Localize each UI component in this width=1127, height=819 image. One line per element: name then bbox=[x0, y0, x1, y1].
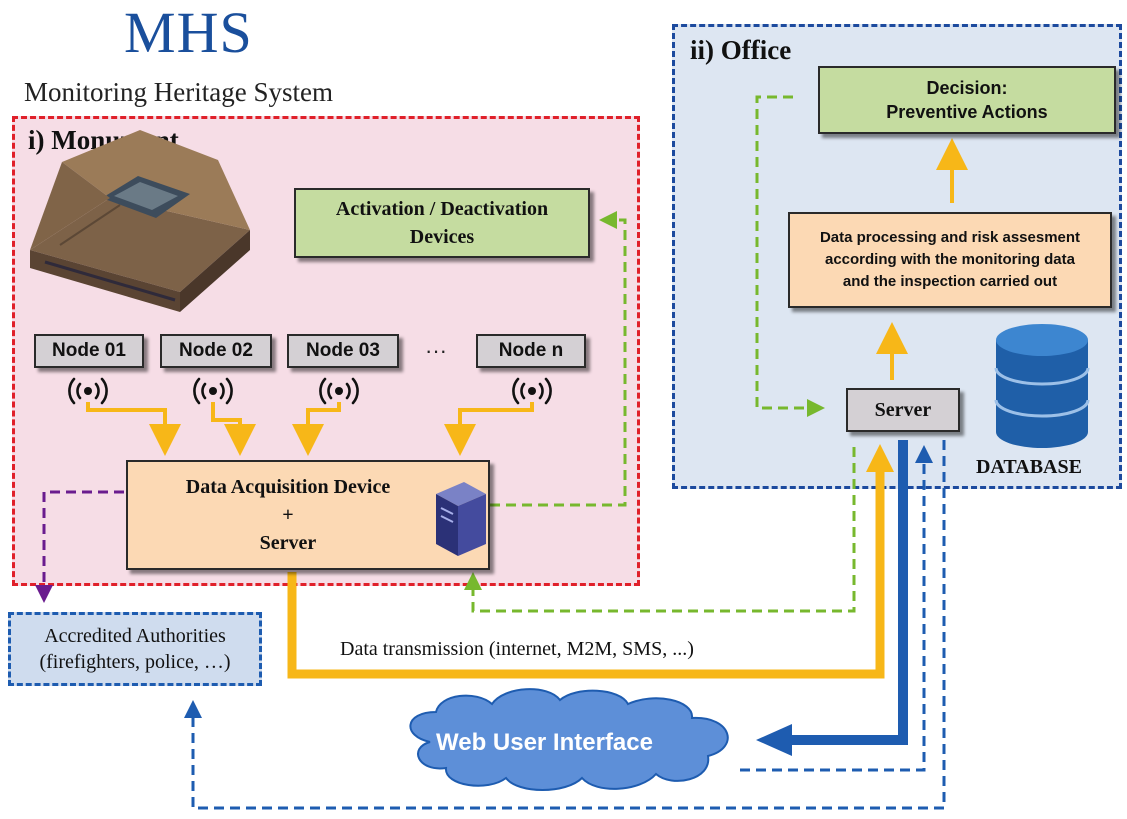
node-n-antenna-icon bbox=[512, 377, 552, 405]
data-transmission-label: Data transmission (internet, M2M, SMS, .… bbox=[340, 638, 694, 660]
office-server-box: Server bbox=[846, 388, 960, 432]
authorities-label-line-2: (firefighters, police, …) bbox=[39, 651, 231, 673]
activation-label-line-2: Devices bbox=[409, 226, 475, 248]
activation-devices-box: Activation / Deactivation Devices bbox=[294, 188, 590, 258]
node-03-label: Node 03 bbox=[306, 340, 380, 361]
node-01-antenna-icon bbox=[68, 377, 108, 405]
antenna-icons bbox=[68, 377, 552, 405]
server-to-webui-arrowhead bbox=[756, 724, 792, 756]
web-ui-cloud-icon bbox=[409, 688, 729, 791]
decision-to-server-green-arrow bbox=[755, 95, 825, 417]
processing-label-line-1: Data processing and risk assesment bbox=[819, 229, 1081, 246]
processing-label-line-3: and the inspection carried out bbox=[842, 273, 1058, 290]
daq-label-line-2: + bbox=[282, 504, 294, 526]
decision-label-line-2: Preventive Actions bbox=[886, 102, 1048, 122]
database-label: DATABASE bbox=[976, 456, 1082, 478]
node-02-antenna-icon bbox=[193, 377, 233, 405]
node-03-antenna-icon bbox=[319, 377, 359, 405]
daq-to-activation-arrow bbox=[490, 211, 627, 507]
server-to-webui-blue-arrow bbox=[790, 440, 908, 745]
nodes-ellipsis: ··· bbox=[425, 338, 447, 363]
node-n-box: Node n bbox=[476, 334, 586, 368]
accredited-authorities-box: Accredited Authorities (firefighters, po… bbox=[8, 612, 262, 686]
server-to-authorities-arrow bbox=[184, 440, 946, 810]
authorities-label-line-1: Accredited Authorities bbox=[44, 625, 226, 647]
daq-to-server-arrowhead bbox=[866, 444, 894, 472]
data-processing-box: Data processing and risk assesment accor… bbox=[788, 212, 1112, 308]
web-ui-label[interactable]: Web User Interface bbox=[436, 729, 653, 756]
node-n-label: Node n bbox=[498, 340, 564, 361]
node-02-label: Node 02 bbox=[179, 340, 253, 361]
node-02-box: Node 02 bbox=[160, 334, 272, 368]
decision-label-line-1: Decision: bbox=[926, 78, 1008, 98]
daq-server-tower-icon bbox=[436, 482, 486, 556]
monument-building-image bbox=[30, 130, 250, 312]
activation-label-line-1: Activation / Deactivation bbox=[335, 198, 549, 220]
server-to-daq-green-arrow bbox=[464, 447, 856, 613]
database-icon bbox=[994, 324, 1090, 448]
processing-label-line-2: according with the monitoring data bbox=[824, 251, 1075, 268]
webui-to-server-dashed-arrow bbox=[740, 445, 933, 772]
subtitle: Monitoring Heritage System bbox=[24, 77, 333, 107]
office-label: ii) Office bbox=[690, 35, 792, 65]
daq-label-line-1: Data Acquisition Device bbox=[185, 476, 391, 498]
title: MHS bbox=[124, 0, 253, 65]
daq-to-authorities-arrow bbox=[35, 490, 124, 603]
decision-box: Decision: Preventive Actions bbox=[818, 66, 1116, 134]
node-to-daq-arrows bbox=[86, 402, 534, 456]
node-03-box: Node 03 bbox=[287, 334, 399, 368]
office-server-label: Server bbox=[874, 398, 932, 421]
node-01-label: Node 01 bbox=[52, 340, 126, 361]
data-acquisition-device-box: Data Acquisition Device + Server bbox=[126, 460, 490, 570]
node-01-box: Node 01 bbox=[34, 334, 144, 368]
daq-to-server-orange-arrow bbox=[287, 468, 885, 679]
daq-label-line-3: Server bbox=[259, 532, 317, 554]
